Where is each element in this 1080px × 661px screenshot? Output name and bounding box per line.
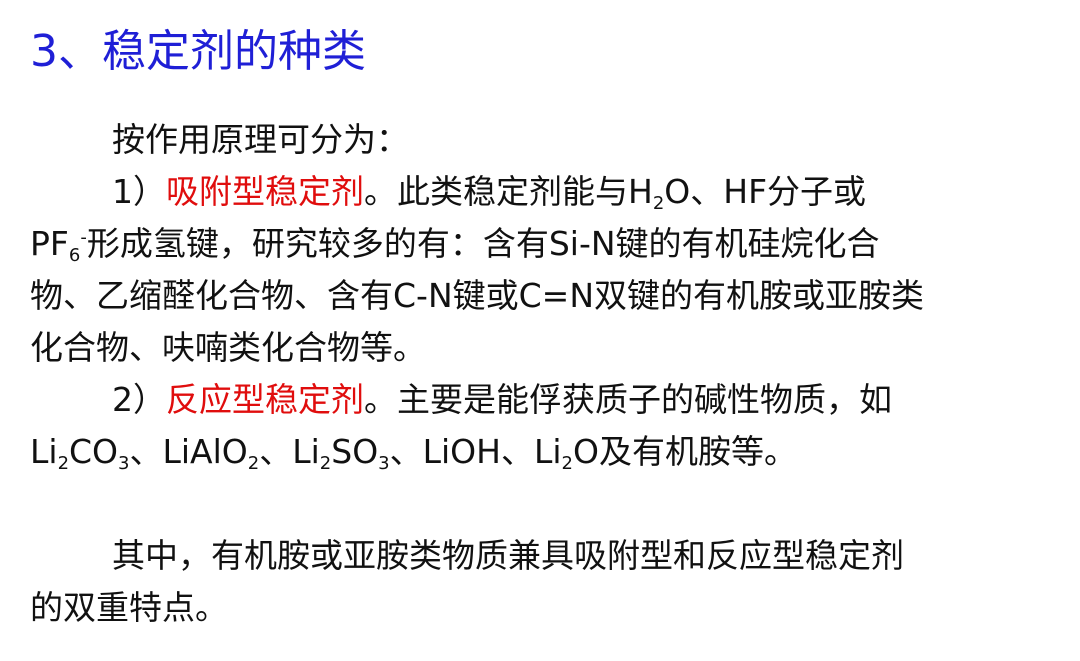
intro-text: 按作用原理可分为： [112, 120, 409, 159]
li2so3-sub2: 3 [378, 453, 390, 474]
item1-line1: 1）吸附型稳定剂。此类稳定剂能与H2O、HF分子或 [112, 166, 866, 218]
item1-desc-b: O、HF分子或 [664, 172, 867, 211]
li2co3-b: CO [69, 432, 119, 471]
item2-term: 反应型稳定剂 [166, 380, 364, 419]
li2so3-sub1: 2 [319, 453, 332, 474]
lialo2-sub: 2 [247, 453, 260, 474]
item1-line4-text: 化合物、呋喃类化合物等。 [30, 328, 426, 367]
item1-h2o-subscript: 2 [652, 193, 665, 214]
li2co3-a: Li [30, 432, 58, 471]
item2-line1: 2）反应型稳定剂。主要是能俘获质子的碱性物质，如 [112, 374, 892, 426]
item1-line2: PF6-形成氢键，研究较多的有：含有Si-N键的有机硅烷化合 [30, 218, 880, 270]
item1-line3-text: 物、乙缩醛化合物、含有C-N键或C=N双键的有机胺或亚胺类 [30, 276, 925, 315]
separator-3: 、LiOH、 [389, 432, 534, 471]
item1-line4: 化合物、呋喃类化合物等。 [30, 322, 426, 374]
conclusion-line1: 其中，有机胺或亚胺类物质兼具吸附型和反应型稳定剂 [112, 530, 904, 582]
li2o-b: O及有机胺等。 [572, 432, 797, 471]
item2-line2: Li2CO3、LiAlO2、Li2SO3、LiOH、Li2O及有机胺等。 [30, 426, 797, 478]
conclusion-text-1: 其中，有机胺或亚胺类物质兼具吸附型和反应型稳定剂 [112, 536, 904, 575]
item1-prefix: 1） [112, 172, 166, 211]
li2o-a: Li [533, 432, 562, 471]
lialo2-a: LiAlO [162, 432, 248, 471]
intro-line: 按作用原理可分为： [112, 114, 409, 166]
li2co3-sub2: 3 [118, 453, 130, 474]
slide-title: 3、稳定剂的种类 [30, 26, 366, 77]
pf6-superscript: - [80, 227, 87, 248]
item2-desc: 。主要是能俘获质子的碱性物质，如 [364, 380, 892, 419]
separator-1: 、 [129, 432, 163, 471]
conclusion-line2: 的双重特点。 [30, 582, 228, 634]
li2so3-a: Li [292, 432, 320, 471]
conclusion-text-2: 的双重特点。 [30, 588, 228, 627]
item1-line3: 物、乙缩醛化合物、含有C-N键或C=N双键的有机胺或亚胺类 [30, 270, 924, 322]
li2o-sub: 2 [561, 453, 573, 474]
item2-prefix: 2） [112, 380, 166, 419]
pf6-subscript: 6 [68, 245, 81, 266]
pf6-text: PF [30, 224, 69, 263]
item1-line2-text: 形成氢键，研究较多的有：含有Si-N键的有机硅烷化合 [86, 224, 880, 263]
li2so3-b: SO [331, 432, 379, 471]
item1-term: 吸附型稳定剂 [166, 172, 364, 211]
separator-2: 、 [259, 432, 293, 471]
li2co3-sub1: 2 [57, 453, 70, 474]
item1-desc-a: 。此类稳定剂能与H [364, 172, 653, 211]
